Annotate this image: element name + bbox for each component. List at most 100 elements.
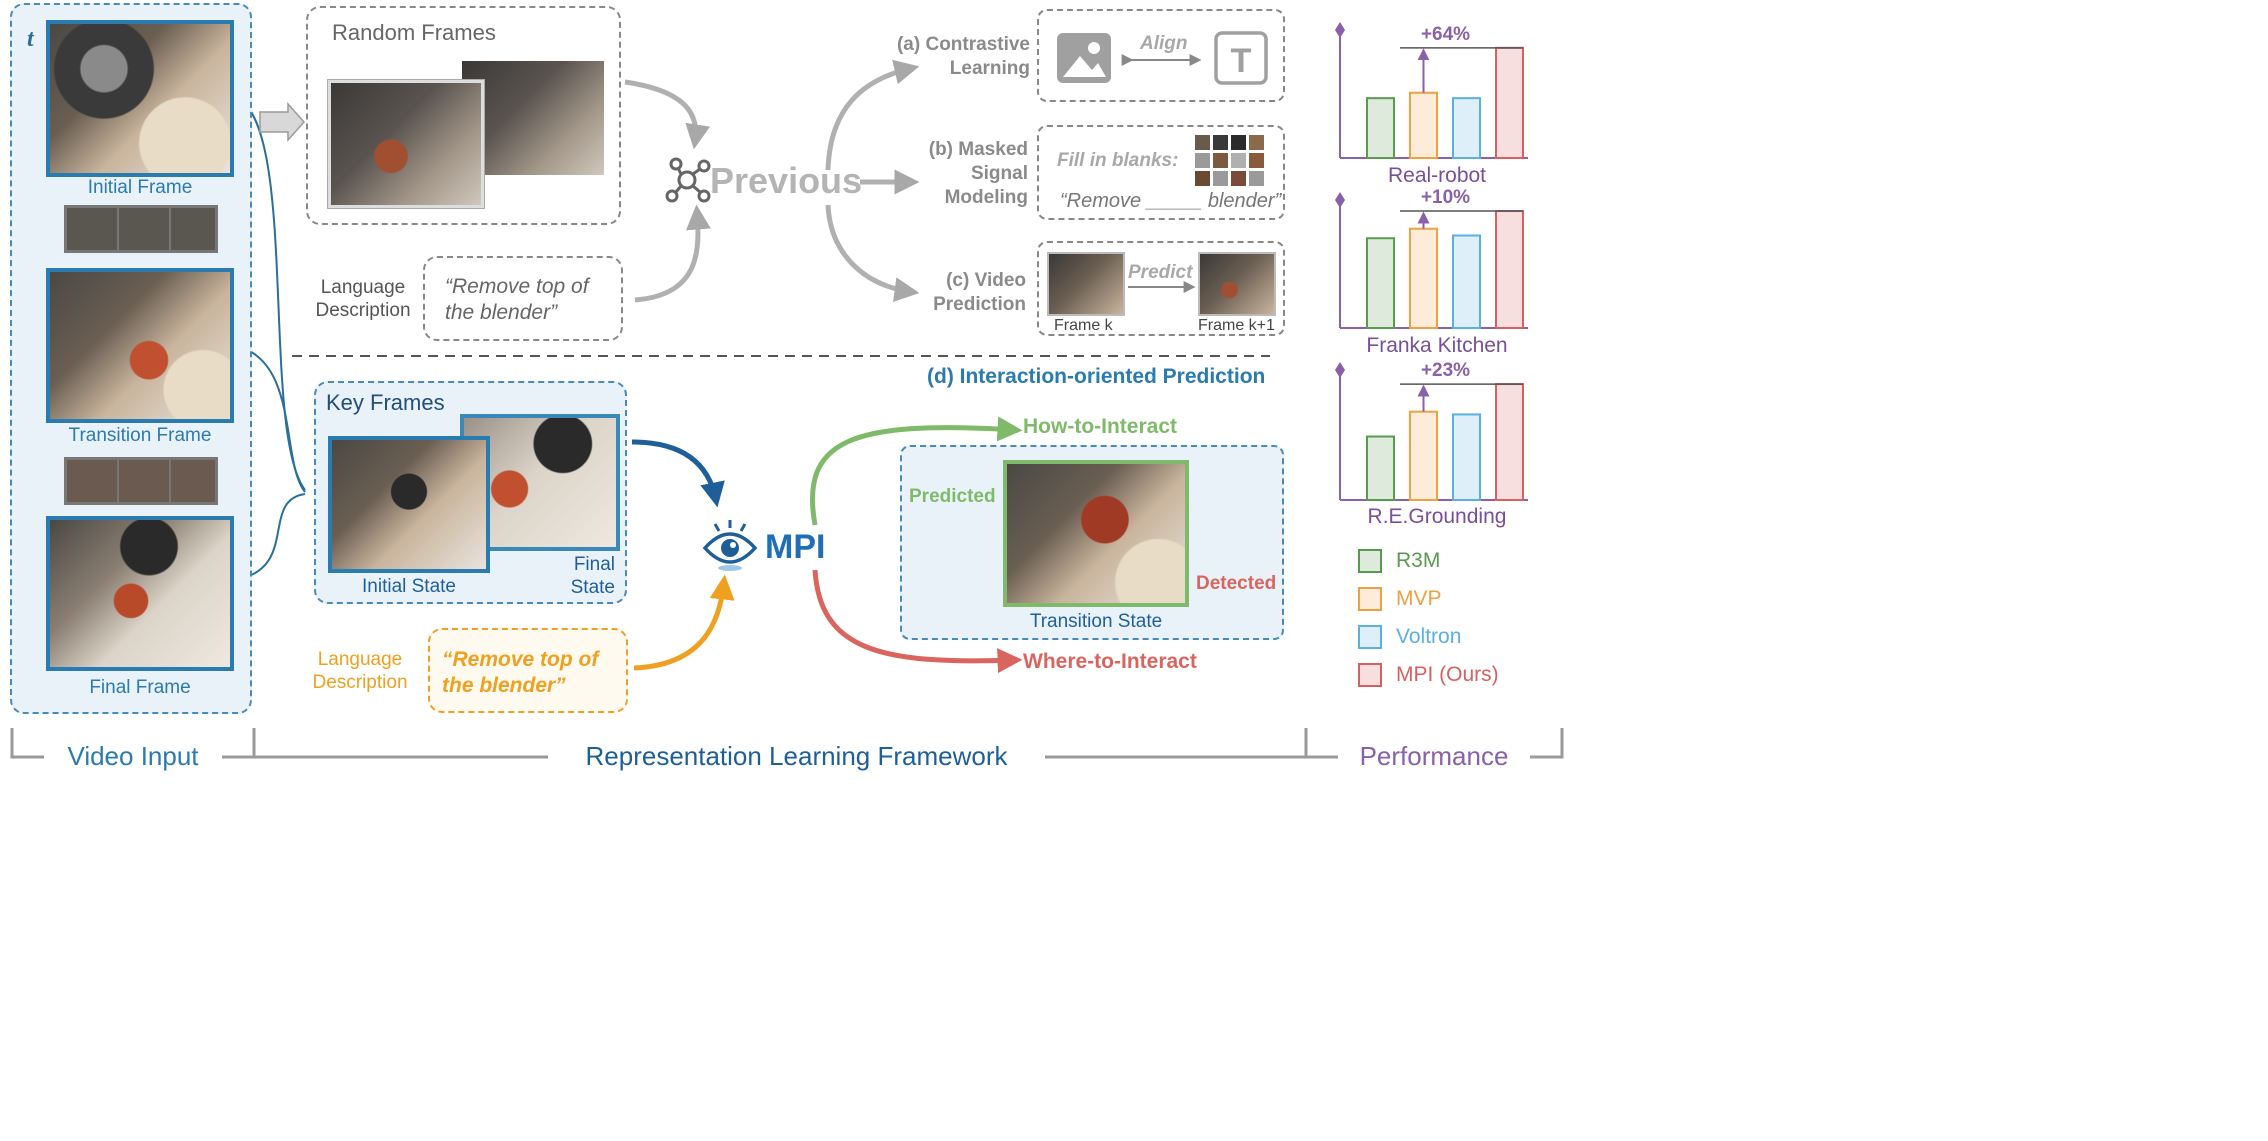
initial-frame-label: Initial Frame bbox=[87, 177, 193, 198]
performance-charts: +64% Real-robot+10% Franka Kitchen +23% R.E.… bbox=[1335, 22, 1528, 528]
masked-box bbox=[1037, 125, 1285, 220]
legend-swatch bbox=[1358, 663, 1382, 687]
transition-frame-label: Transition Frame bbox=[68, 425, 212, 446]
mpi-language-text: “Remove top of the blender” bbox=[442, 648, 599, 697]
align-label: Align bbox=[1140, 33, 1188, 54]
framework-section-label: Representation Learning Framework bbox=[585, 741, 1008, 771]
chart-2: +23% R.E.Grounding bbox=[1335, 360, 1528, 528]
legend-label: Voltron bbox=[1396, 625, 1462, 648]
how-to-interact-label: How-to-Interact bbox=[1023, 415, 1177, 438]
legend-label: MPI (Ours) bbox=[1396, 663, 1499, 686]
initial-state-label: Initial State bbox=[362, 576, 456, 597]
where-arrow bbox=[812, 569, 1023, 674]
legend-label: R3M bbox=[1396, 549, 1441, 572]
transition-strip bbox=[64, 457, 218, 505]
random-frames-title: Random Frames bbox=[332, 20, 496, 45]
chart-bar bbox=[1495, 46, 1524, 160]
predict-label: Predict bbox=[1128, 262, 1193, 283]
legend-item: MVP bbox=[1358, 580, 1548, 618]
initial-state-photo bbox=[328, 436, 490, 573]
chart-title: Real-robot bbox=[1388, 164, 1486, 187]
legend-item: MPI (Ours) bbox=[1358, 656, 1548, 694]
random-frames-panel bbox=[306, 6, 621, 225]
mpi-language-box bbox=[428, 628, 628, 713]
fill-in-sentence: “Remove _____ blender” bbox=[1060, 190, 1282, 212]
chart-axis-tip bbox=[1335, 22, 1345, 38]
frame-k1-label: Frame k+1 bbox=[1198, 317, 1275, 334]
previous-hub-label: Previous bbox=[710, 160, 863, 201]
eye-icon bbox=[702, 520, 758, 571]
chart-axis-tip bbox=[1335, 192, 1345, 208]
video-prediction-label: (c) Video Prediction bbox=[933, 270, 1026, 315]
video-input-section-label: Video Input bbox=[67, 741, 199, 771]
chart-bar bbox=[1409, 91, 1438, 159]
svg-text:T: T bbox=[1231, 42, 1252, 80]
previous-arrows bbox=[624, 59, 920, 303]
chart-axis-tip bbox=[1335, 362, 1345, 378]
chart-1: +10% Franka Kitchen bbox=[1335, 187, 1528, 357]
chart-title: R.E.Grounding bbox=[1368, 505, 1507, 528]
chart-bar bbox=[1495, 383, 1524, 501]
legend-item: Voltron bbox=[1358, 618, 1548, 656]
fill-in-label: Fill in blanks: bbox=[1057, 150, 1179, 171]
chart-0: +64% Real-robot bbox=[1335, 22, 1528, 187]
previous-language-text: “Remove top of the blender” bbox=[445, 275, 589, 324]
legend-swatch bbox=[1358, 549, 1382, 573]
chart-bar bbox=[1495, 210, 1524, 329]
legend-swatch bbox=[1358, 625, 1382, 649]
time-label: t bbox=[27, 26, 34, 52]
video-prediction-box bbox=[1037, 241, 1285, 336]
previous-language-box bbox=[423, 256, 623, 341]
chart-bar bbox=[1366, 435, 1395, 501]
masked-grid bbox=[1195, 135, 1264, 186]
detected-label: Detected bbox=[1196, 573, 1277, 594]
input-arrow bbox=[259, 102, 306, 142]
keyframes-to-mpi-arrow bbox=[631, 439, 725, 508]
initial-strip bbox=[64, 205, 218, 253]
bottom-brackets bbox=[10, 728, 1564, 759]
chart-bar bbox=[1452, 413, 1481, 501]
predicted-label: Predicted bbox=[909, 486, 996, 507]
mpi-language-label: Language Description bbox=[312, 649, 408, 693]
legend-item: R3M bbox=[1358, 542, 1548, 580]
chart-annotation: +64% bbox=[1421, 24, 1470, 45]
where-to-interact-label: Where-to-Interact bbox=[1023, 650, 1197, 673]
contrastive-label: (a) Contrastive Learning bbox=[896, 34, 1030, 79]
image-icon bbox=[1057, 33, 1111, 83]
language-to-mpi-arrow bbox=[633, 574, 735, 671]
transition-frame-photo bbox=[46, 268, 234, 423]
key-frames-title: Key Frames bbox=[326, 390, 445, 415]
chart-title: Franka Kitchen bbox=[1366, 334, 1507, 357]
chart-annotation: +10% bbox=[1421, 187, 1470, 208]
chart-bar bbox=[1366, 97, 1395, 160]
frame-k-label: Frame k bbox=[1054, 317, 1113, 334]
chart-bar bbox=[1366, 237, 1395, 330]
chart-bar bbox=[1409, 227, 1438, 329]
mpi-section-title: (d) Interaction-oriented Prediction bbox=[927, 365, 1266, 388]
final-state-label: Final State bbox=[570, 554, 615, 598]
random-frame-front bbox=[328, 80, 484, 208]
chart-bar bbox=[1409, 410, 1438, 501]
chart-bar bbox=[1452, 234, 1481, 330]
previous-language-label: Language Description bbox=[315, 277, 411, 321]
chart-annotation: +23% bbox=[1421, 360, 1470, 381]
performance-section-label: Performance bbox=[1359, 741, 1509, 771]
chart-bar bbox=[1452, 97, 1481, 160]
final-frame-label: Final Frame bbox=[89, 677, 191, 698]
frame-k-photo bbox=[1047, 252, 1125, 316]
transition-state-label: Transition State bbox=[1029, 611, 1163, 632]
legend-label: MVP bbox=[1396, 587, 1442, 610]
initial-frame-photo bbox=[46, 20, 234, 177]
keyframe-connectors bbox=[233, 95, 306, 581]
final-frame-photo bbox=[46, 516, 234, 671]
how-arrow bbox=[809, 416, 1023, 526]
text-icon: T bbox=[1214, 31, 1268, 85]
transition-state-photo bbox=[1003, 460, 1189, 607]
legend-swatch bbox=[1358, 587, 1382, 611]
masked-label: (b) Masked Signal Modeling bbox=[928, 139, 1028, 208]
contrastive-box bbox=[1037, 9, 1285, 102]
frame-k1-photo bbox=[1198, 252, 1276, 316]
mpi-hub-label: MPI bbox=[765, 528, 826, 566]
network-hub-icon bbox=[665, 157, 711, 203]
